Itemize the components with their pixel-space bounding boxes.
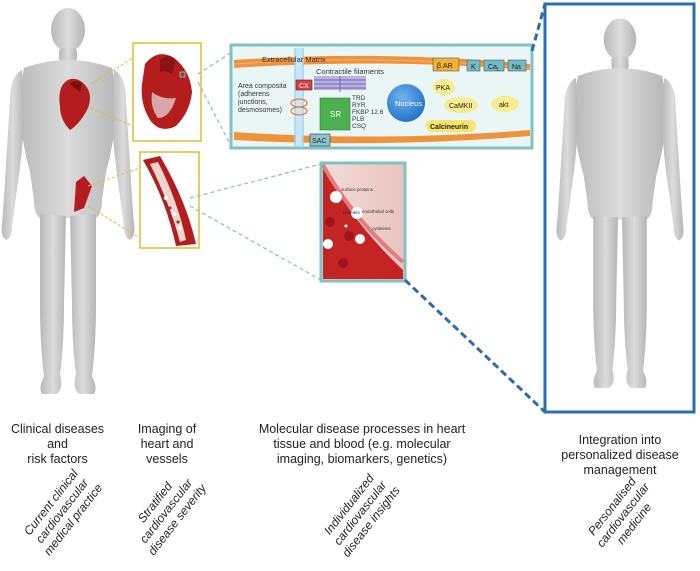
sr-label: SR bbox=[330, 110, 341, 119]
integration-connector-bottom bbox=[403, 278, 547, 414]
molecular-connector-bottom bbox=[197, 81, 233, 149]
platelets-label: platelets bbox=[343, 210, 361, 215]
vessel-icon bbox=[143, 156, 196, 246]
blood-vessel-panel bbox=[319, 161, 407, 283]
cx-label: CX bbox=[299, 83, 309, 90]
endothelial-cells-label: endothelial cells bbox=[362, 209, 395, 214]
sr-proteins-label: TRD RYR FKBP 12.6 PLB CSQ bbox=[352, 95, 385, 130]
vessel-connector-bottom bbox=[87, 205, 141, 239]
human-figure-left bbox=[1, 8, 135, 394]
filaments-label: Contractile filaments bbox=[316, 67, 384, 76]
beta-ar-label: β AR bbox=[437, 63, 453, 70]
k-label: K bbox=[471, 64, 476, 71]
camkii-label: CaMKII bbox=[449, 103, 472, 110]
molecular-connector-top bbox=[197, 51, 233, 75]
heart-icon bbox=[141, 54, 192, 129]
ecm-label: Extracellular Matrix bbox=[262, 55, 326, 64]
sac-label: SAC bbox=[312, 138, 326, 145]
ca-label: CaL bbox=[488, 64, 500, 73]
vessel-molecular-connector-bottom bbox=[189, 205, 322, 281]
cytokines-label: cytokines bbox=[372, 226, 392, 231]
vessel-connector-top bbox=[87, 167, 141, 187]
nucleus-label: Nucleus bbox=[395, 99, 422, 108]
heart-icon-small bbox=[59, 78, 90, 130]
heart-connector-bottom bbox=[90, 107, 134, 127]
integration-connector-top bbox=[530, 3, 547, 52]
pka-label: PKA bbox=[436, 85, 450, 92]
na-label: Na bbox=[512, 64, 521, 71]
vessel-icon-small bbox=[74, 176, 92, 212]
calcineurin-label: Calcineurin bbox=[430, 124, 468, 131]
area-composita-label: Area composita (adherens junctions, desm… bbox=[237, 83, 289, 114]
vessel-molecular-connector-top bbox=[189, 163, 322, 199]
heart-connector-top bbox=[90, 57, 134, 85]
surface-proteins-label: surface proteins bbox=[341, 187, 374, 192]
akt-label: akt bbox=[499, 102, 508, 109]
cardiomyocyte-panel bbox=[229, 43, 534, 150]
